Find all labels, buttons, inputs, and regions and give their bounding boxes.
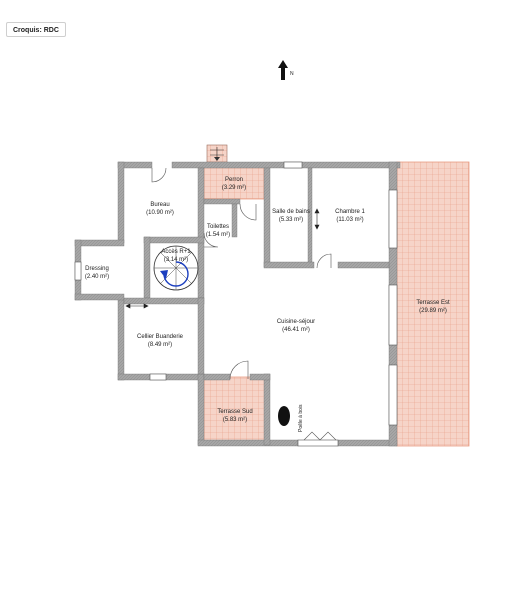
room-name-perron: Perron (225, 177, 243, 183)
room-area-dressing: (2.40 m²) (85, 274, 109, 280)
room-area-terrasse-sud: (5.83 m²) (223, 417, 247, 423)
room-area-toilettes: (1.54 m²) (206, 232, 230, 238)
terrasse-est-area (396, 161, 470, 447)
north-arrow-icon (278, 60, 288, 80)
room-name-terrasse-sud: Terrasse Sud (217, 409, 252, 415)
room-area-acces: (3.14 m²) (164, 257, 188, 263)
doors (151, 167, 337, 441)
sketch-title: Croquis: RDC (6, 22, 66, 37)
room-area-cuisine: (46.41 m²) (282, 327, 310, 333)
room-area-bureau: (10.90 m²) (146, 210, 174, 216)
room-name-dressing: Dressing (85, 266, 109, 272)
steps-arrow-icon (210, 147, 224, 161)
room-name-salle-de-bains: Salle de bains (272, 209, 310, 215)
compass-label: N (290, 71, 294, 77)
sketch-level: RDC (43, 27, 59, 34)
room-area-terrasse-est: (29.89 m²) (419, 308, 447, 314)
windows (74, 161, 398, 447)
room-name-terrasse-est: Terrasse Est (416, 300, 450, 306)
room-area-chambre: (11.03 m²) (336, 217, 363, 223)
room-area-salle-de-bains: (5.33 m²) (279, 217, 303, 223)
room-area-perron: (3.29 m²) (222, 185, 246, 191)
room-name-cellier: Cellier Buanderie (137, 334, 184, 340)
sketch-title-prefix: Croquis: (13, 27, 42, 34)
room-name-chambre: Chambre 1 (335, 209, 365, 215)
wood-stove-icon (278, 406, 290, 426)
room-name-acces: Accès R+1 (161, 249, 191, 255)
room-name-toilettes: Toilettes (207, 224, 229, 230)
spiral-stair-icon (153, 245, 199, 291)
vertical-arrow-icon (314, 208, 320, 230)
room-name-cuisine: Cuisine-séjour (277, 319, 315, 325)
double-arrow-icon (125, 303, 149, 309)
stove-label: Poêle à bois (298, 404, 304, 432)
room-name-bureau: Bureau (150, 202, 169, 208)
room-area-cellier: (8.49 m²) (148, 342, 172, 348)
